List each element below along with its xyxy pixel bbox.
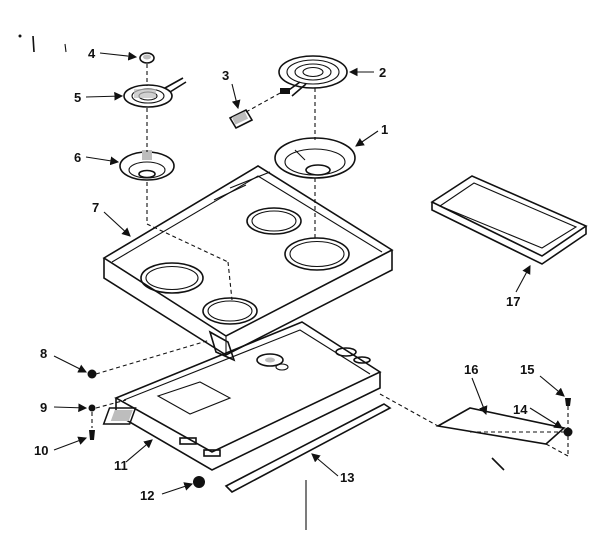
callout-5: 5 [74, 90, 81, 105]
part-1-large-drip-pan [274, 137, 356, 179]
callout-9: 9 [40, 400, 47, 415]
callout-15: 15 [520, 362, 534, 377]
part-17-panel [430, 175, 588, 265]
part-5-small-element [123, 77, 187, 108]
callout-1: 1 [381, 122, 388, 137]
callout-12: 12 [140, 488, 154, 503]
part-7-cooktop [102, 165, 394, 362]
callout-14: 14 [513, 402, 528, 417]
callout-4: 4 [88, 46, 96, 61]
callout-10: 10 [34, 443, 48, 458]
callout-11: 11 [114, 458, 128, 473]
part-2-large-element [278, 55, 348, 97]
callout-8: 8 [40, 346, 47, 361]
callout-6: 6 [74, 150, 81, 165]
leader-lines [53, 51, 565, 495]
assembly-lines [91, 64, 569, 530]
callout-2: 2 [379, 65, 386, 80]
part-11-burner-box [102, 321, 382, 471]
hardware-parts [87, 369, 573, 488]
part-16-bracket [435, 407, 566, 471]
callout-7: 7 [92, 200, 99, 215]
part-3-receptacle [228, 91, 283, 130]
callout-labels: 4 5 6 3 2 1 7 8 9 10 11 12 13 14 15 16 1… [34, 46, 534, 503]
part-6-small-drip-pan [119, 150, 175, 181]
callout-17: 17 [506, 294, 520, 309]
callout-13: 13 [340, 470, 354, 485]
callout-16: 16 [464, 362, 478, 377]
part-13-trim-strip [224, 403, 392, 493]
callout-3: 3 [222, 68, 229, 83]
part-4-cap [139, 52, 155, 64]
scan-marks [18, 34, 67, 53]
